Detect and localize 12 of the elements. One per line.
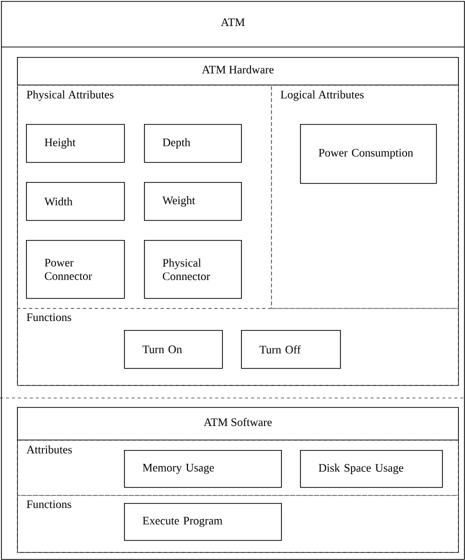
item-box: Memory Usage [124,450,282,488]
item-box: Width [26,182,125,221]
item-box: Power Connector [26,240,125,299]
item-box: Power Consumption [300,124,437,184]
item-box: Turn On [124,330,223,369]
item-box: Disk Space Usage [300,450,443,488]
item-box: Physical Connector [144,240,242,299]
item-box: Turn Off [241,330,341,369]
item-box: Weight [144,182,242,221]
item-box: Depth [144,124,242,163]
item-box: Height [26,124,125,163]
item-box: Execute Program [124,503,282,541]
